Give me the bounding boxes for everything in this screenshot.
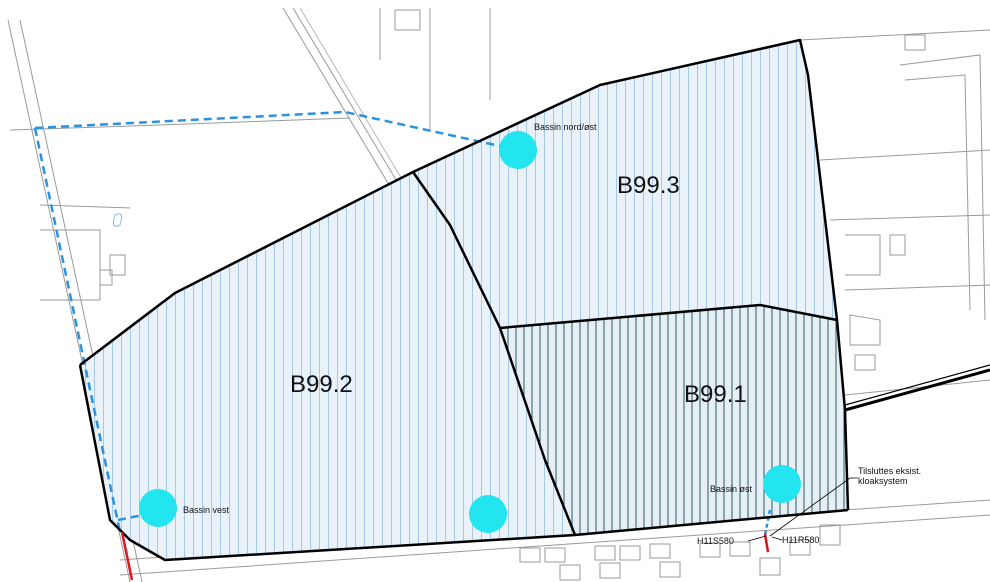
existing-pipe-west: [120, 531, 134, 581]
basin-label-north-east: Bassin nord/øst: [534, 122, 597, 132]
area-b99-2-fill: [80, 172, 575, 560]
area-b99-1-fill: [500, 305, 848, 535]
connection-note-line1: Tilsluttes eksist.: [858, 466, 921, 476]
pipe-north: [34, 110, 519, 152]
existing-pipe-east: [763, 533, 770, 553]
area-polygons: [80, 40, 848, 560]
basin-label-east: Bassin øst: [710, 484, 753, 494]
basin-south: [469, 495, 507, 533]
manhole-label-h11r580: H11R580: [782, 535, 819, 545]
area-boundaries: [78, 38, 990, 562]
area-label-b99-2: B99.2: [290, 371, 353, 398]
existing-pipes: [120, 531, 770, 581]
pipe-west: [33, 127, 122, 533]
leader-lines: [747, 477, 858, 542]
basin-west: [139, 489, 177, 527]
basin-label-west: Bassin vest: [183, 505, 230, 515]
basin-east: [763, 465, 801, 503]
area-label-b99-3: B99.3: [617, 172, 680, 199]
connection-note-line2: kloaksystem: [858, 476, 908, 486]
area-label-b99-1: B99.1: [684, 381, 747, 408]
manhole-label-h11s580: H11S580: [697, 536, 734, 546]
basins: [139, 131, 801, 533]
pipe-east-basin: [763, 509, 772, 536]
area-b99-3-fill: [413, 40, 837, 328]
basin-north-east: [499, 131, 537, 169]
